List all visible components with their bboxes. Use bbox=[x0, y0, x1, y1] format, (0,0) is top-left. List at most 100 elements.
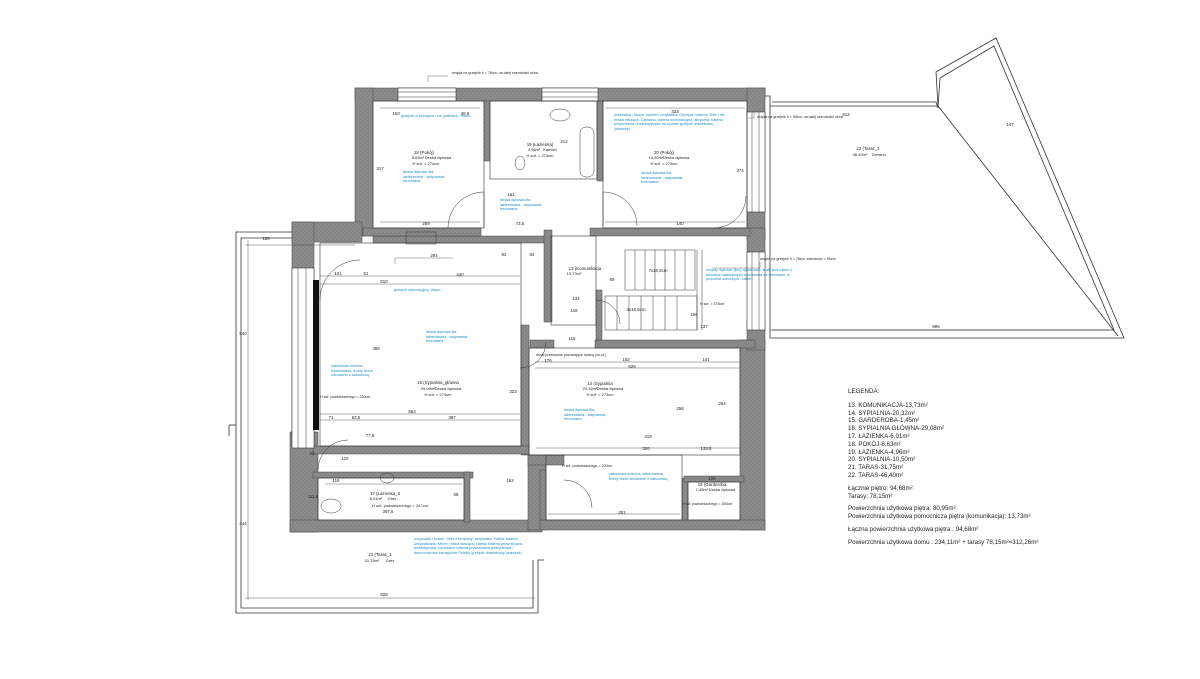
legend-item: 19. ŁAZIENKA-4,96m² bbox=[848, 448, 910, 456]
room-18-floor: Deska dębowa bbox=[425, 155, 452, 160]
dim-58: 58 bbox=[454, 492, 459, 497]
note-wardrobe-main: zabudowa ścienna, lakierowana, fronty dr… bbox=[331, 364, 373, 378]
room-21-area: 31,75m² bbox=[365, 558, 380, 563]
legend-item: 16. SYPIALNIA GŁÓWNA-29,08m² bbox=[848, 425, 944, 433]
dim-161: 161 bbox=[507, 192, 515, 197]
note-stairs: schody dębowe (lico) dywanowe, stale pod… bbox=[706, 268, 793, 282]
staircase bbox=[604, 249, 703, 331]
dim-317: 317 bbox=[376, 166, 384, 171]
note-window-right: wnęka na grzejnik h = 98cm, na całej sze… bbox=[757, 115, 843, 119]
room-16-name: 16 (Sypialnia_główna bbox=[417, 380, 459, 385]
dim-301: 301 bbox=[618, 510, 626, 515]
room-16-height: H suf. = 274cm bbox=[424, 392, 452, 397]
note-floor-14: deska dębowa lita, lakierowana - satynam… bbox=[564, 408, 607, 422]
legend: LEGENDA: 13. KOMUNIKACJA-13,73m² 14. SYP… bbox=[848, 388, 1188, 547]
room-20-area: 10,50m² bbox=[649, 155, 664, 160]
note-radiator-main: grzejnik dekoracyjny, Vasco bbox=[394, 288, 441, 292]
room-19-floor: Kamień bbox=[543, 147, 557, 152]
room-20-name: 20 (Pokój) bbox=[654, 150, 675, 155]
room-16-floor: Deska dębowa bbox=[435, 386, 462, 391]
legend-item: 18. POKÓJ-8,63m² bbox=[848, 440, 901, 448]
room-21-name: 21 (Taras_1 bbox=[368, 552, 392, 557]
legend-terraces: Tarasy: 78,15m² bbox=[848, 492, 893, 500]
legend-item: 20. SYPIALNIA-10,50m² bbox=[848, 456, 916, 464]
room-lines bbox=[317, 100, 748, 521]
dim-610: 610 bbox=[380, 279, 388, 284]
dim-176: 176 bbox=[544, 358, 552, 363]
dim-51: 51 bbox=[364, 271, 369, 276]
room-15-area: 1,45m² bbox=[696, 487, 709, 492]
room-22-floor: Drewno bbox=[872, 152, 887, 157]
dim-553: 553 bbox=[408, 409, 416, 414]
dim-419: 419 bbox=[644, 434, 652, 439]
dim-116: 116 bbox=[333, 478, 341, 483]
dim-264: 264 bbox=[718, 401, 726, 406]
room-20-height: H suf. = 274cm bbox=[650, 161, 678, 166]
dim-140: 140 bbox=[676, 221, 684, 226]
dim-134: 134 bbox=[572, 296, 580, 301]
dim-92: 92 bbox=[502, 252, 507, 257]
room-14-floor: Deska dębowa bbox=[597, 386, 624, 391]
legend-item: 15. GARDEROBA-1,45m² bbox=[848, 417, 920, 425]
note-floor-corridor: deska dębowa lita, lakierowana - satynam… bbox=[500, 198, 543, 212]
dim-155: 155 bbox=[262, 236, 270, 241]
windows bbox=[291, 87, 766, 449]
room-14-height: H suf. = 274cm bbox=[586, 392, 614, 397]
dim-106: 106 bbox=[690, 312, 698, 317]
dim-141: 141 bbox=[702, 357, 710, 362]
dim-444: 444 bbox=[239, 521, 247, 526]
room-22-area: 46,40m² bbox=[853, 152, 868, 157]
dim-115: 115 bbox=[569, 336, 577, 341]
room-17-height: H suf. podwieszonego = 247cm bbox=[372, 503, 429, 508]
room-21-floor: Gres bbox=[386, 558, 395, 563]
legend-total-usable: Łączna powierzchnia użytkowa piętra : 94… bbox=[848, 525, 979, 533]
dim-735: 73,5 bbox=[516, 221, 525, 226]
dim-3975: 397,5 bbox=[383, 509, 395, 514]
dim-495: 49,5 bbox=[461, 111, 470, 116]
legend-item: 13. KOMUNIKACJA-13,73m² bbox=[848, 401, 928, 409]
dim-896: 896 bbox=[932, 324, 940, 329]
dim-7x165: 7x16,5cm bbox=[648, 268, 667, 273]
radiator-black bbox=[313, 280, 319, 430]
dim-1115: 111,5 bbox=[308, 494, 319, 499]
dim-775: 77,5 bbox=[366, 433, 375, 438]
note-window-top: wnęka na grzejnik h = 78cm, na całej sze… bbox=[452, 71, 538, 75]
room-13-area: 13,73m² bbox=[567, 271, 582, 276]
dim-212: 212 bbox=[560, 139, 568, 144]
note-floor-main: deska dębowa lita, lakierowana - satynam… bbox=[426, 330, 469, 344]
dim-101: 101 bbox=[334, 271, 342, 276]
room-15-name: 15 (Garderoba bbox=[698, 482, 727, 487]
note-stairs-ceiling: H suf. = 375cm bbox=[700, 302, 724, 306]
note-window-stairs: wnęka na grzejnik h = 78cm, szerokość = … bbox=[760, 257, 836, 261]
dim-162: 162 bbox=[506, 478, 514, 483]
dim-256: 256 bbox=[676, 406, 684, 411]
note-radiator-top: grzejnik w pokojach / na podłodze, Vasco bbox=[401, 114, 471, 118]
room-17-floor: Gres bbox=[388, 496, 397, 501]
room-19-name: 19 (Łazienka) bbox=[527, 142, 554, 147]
dim-118: 118 bbox=[571, 308, 579, 313]
legend-title: LEGENDA: bbox=[848, 388, 880, 395]
doors bbox=[317, 191, 747, 509]
room-15-floor: Deska dębowa bbox=[709, 487, 736, 492]
note-floor-20: deska dębowa lita, lakierowana - satynam… bbox=[641, 171, 684, 185]
dim-84: 84 bbox=[530, 252, 535, 257]
room-19-area: 4,96m² bbox=[528, 147, 541, 152]
room-17-name: 17 (Łazienka_6 bbox=[370, 491, 401, 496]
legend-item: 21. TARAS-31,75m² bbox=[848, 464, 904, 472]
room-19-height: H suf. = 274cm bbox=[526, 153, 554, 158]
room-22-name: 22 (Taras_2 bbox=[856, 146, 880, 151]
legend-item: 14. SYPIALNIA-20,32m² bbox=[848, 409, 916, 417]
note-bath-top: umywalka / kosze, kamień: umywalka: Olym… bbox=[614, 113, 725, 131]
note-susp-main: H suf. podwieszonego = 230cm bbox=[320, 395, 370, 399]
terrace-22-outline bbox=[765, 37, 1125, 339]
room-18-height: H suf. = 274cm bbox=[412, 161, 440, 166]
dim-153: 153 bbox=[392, 111, 400, 116]
dim-93: 93 bbox=[310, 451, 315, 456]
room-17-area: 6,01m² bbox=[370, 496, 383, 501]
dim-528: 528 bbox=[628, 364, 636, 369]
dimension-lines bbox=[245, 107, 1110, 600]
dim-828: 828 bbox=[380, 592, 388, 597]
dim-259: 259 bbox=[422, 221, 430, 226]
note-bath-17: umywalka / kosze, Gres frezowany: umywal… bbox=[414, 537, 523, 555]
